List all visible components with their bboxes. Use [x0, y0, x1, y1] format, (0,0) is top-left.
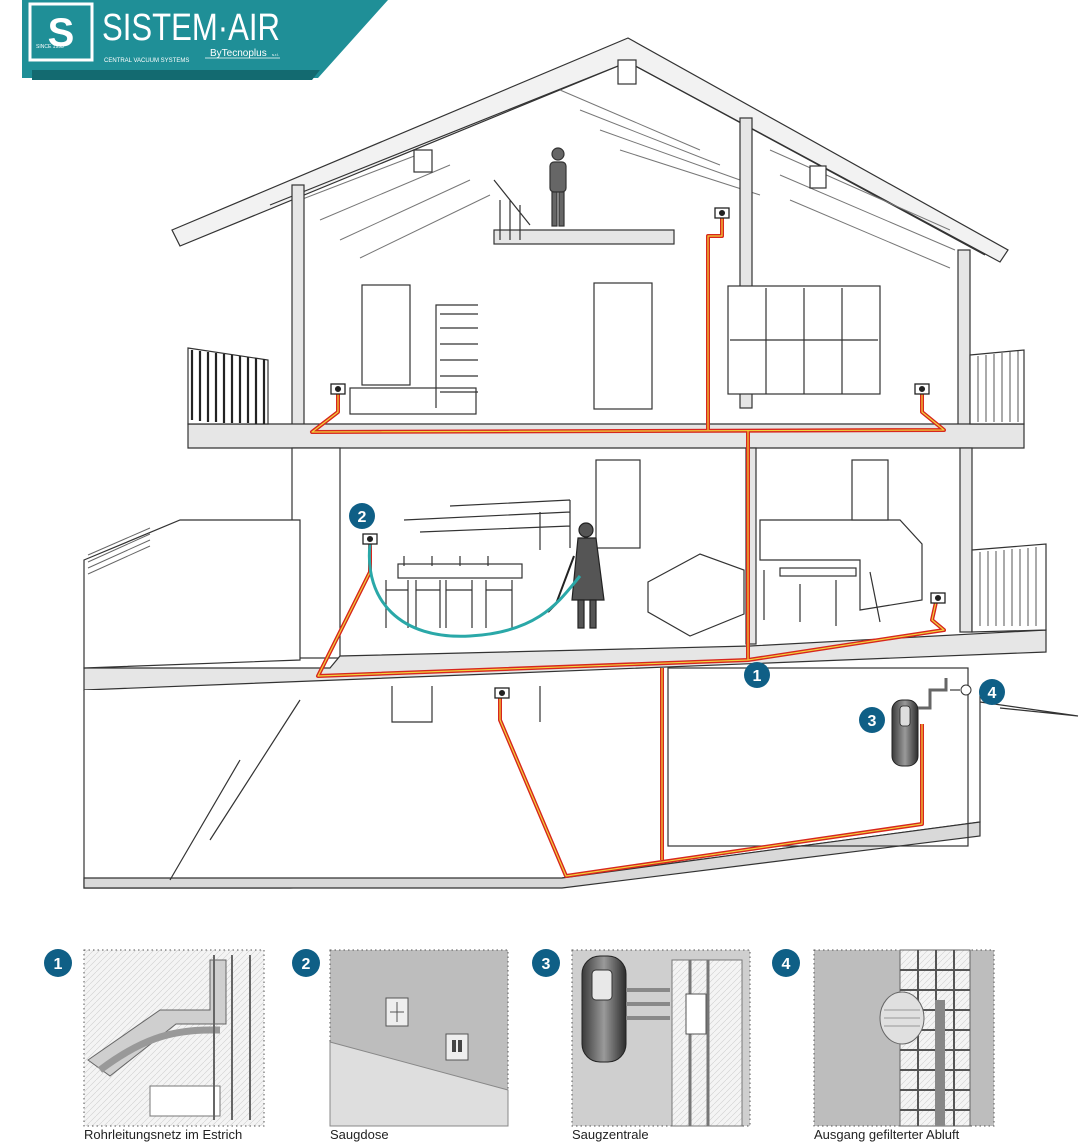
person-vacuuming: [547, 522, 605, 629]
basement-outline: [83, 690, 981, 889]
terrace-right: [971, 543, 1047, 633]
middle-right-wall: [959, 447, 973, 633]
inlet-living: [362, 533, 378, 545]
attic-bedroom-door: [361, 284, 411, 386]
attic-balcony-left-rail: [190, 350, 266, 424]
kitchen-chairs: [763, 570, 881, 626]
central-vacuum-unit: [891, 678, 948, 767]
attic-left-wall: [291, 184, 305, 426]
logo-banner-shadow: [32, 70, 320, 80]
basement-inner-walls: [169, 686, 541, 881]
inlet-attic-right: [914, 383, 930, 395]
brand-logo: S SINCE 1993 SISTEM·AIR ByTecnoplus s.r.…: [22, 0, 388, 80]
detail-badge-2: 2: [302, 956, 311, 973]
detail-badge-4: 4: [782, 956, 791, 973]
badge-2: 2: [349, 503, 375, 529]
svg-text:4: 4: [988, 685, 997, 702]
sofa: [647, 553, 745, 637]
diagram-badges: 1 2 3 4: [349, 503, 1005, 733]
caption-detail-2: Saugdose: [330, 1127, 389, 1142]
detail-badge-1: 1: [54, 956, 63, 973]
logo-since: SINCE 1993: [36, 44, 64, 50]
inlet-attic-left: [330, 383, 346, 395]
basement-ground: [83, 821, 981, 889]
kitchen-table: [779, 567, 857, 577]
detail-panel-1: 1: [44, 949, 265, 1127]
attic-chimney-post: [617, 59, 637, 85]
wall-inlets: [330, 207, 946, 699]
attic-stairs: [435, 304, 478, 408]
detail-panel-4: 4: [772, 949, 995, 1127]
kitchen-counter: [759, 519, 923, 611]
house-structure: [83, 37, 1079, 889]
attic-post-left: [413, 149, 433, 173]
svg-text:1: 1: [753, 668, 762, 685]
badge-3: 3: [859, 707, 885, 733]
roof-rafters: [299, 89, 956, 269]
inlet-attic-upper: [714, 207, 730, 219]
terrace-left: [83, 519, 301, 669]
dining-chairs: [385, 556, 513, 628]
terrace-right-rail: [979, 547, 1037, 626]
badge-1: 1: [744, 662, 770, 688]
dining-shelves: [403, 499, 571, 550]
caption-detail-3: Saugzentrale: [572, 1127, 649, 1142]
inlet-kitchen: [930, 592, 946, 604]
logo-by-tecnoplus: ByTecnoplus: [210, 48, 267, 59]
inlet-basement: [494, 687, 510, 699]
caption-detail-4: Ausgang gefilterter Abluft: [814, 1127, 960, 1142]
vacuum-hose: [367, 543, 582, 638]
pipe-network: [310, 216, 946, 878]
person-mezzanine: [549, 147, 567, 227]
logo-banner: [22, 0, 388, 78]
attic-mezzanine-rail: [493, 179, 531, 240]
attic-right-wall: [957, 249, 971, 426]
svg-text:2: 2: [358, 509, 367, 526]
logo-emblem-glyph: S: [48, 11, 75, 55]
attic-post-right: [809, 165, 827, 189]
dining-door: [595, 459, 641, 549]
logo-srl: s.r.l.: [272, 52, 279, 57]
caption-detail-1: Rohrleitungsnetz im Estrich: [84, 1127, 243, 1142]
attic-mezzanine: [493, 229, 675, 245]
detail-panel-3: 3: [532, 949, 751, 1127]
attic-wardrobe-doors: [730, 288, 878, 394]
attic-floor-slab: [187, 423, 1025, 449]
attic-bath-door: [593, 282, 653, 410]
logo-tagline: CENTRAL VACUUM SYSTEMS: [104, 58, 189, 64]
dining-table: [397, 563, 523, 579]
basement-room-right: [667, 667, 969, 847]
logo-brand-name: SISTEM·AIR: [102, 7, 280, 49]
detail-badge-3: 3: [542, 956, 551, 973]
logo-emblem-box: [28, 2, 94, 62]
kitchen-window: [851, 459, 889, 521]
detail-panel-2: 2: [292, 949, 509, 1127]
attic-balcony-right-rail: [977, 351, 1019, 422]
badge-4: 4: [979, 679, 1005, 705]
terrace-left-rail: [87, 527, 151, 575]
roof: [171, 37, 1009, 263]
exterior-slope: [979, 701, 1079, 717]
pipe-attic-riser: [706, 216, 724, 430]
svg-text:3: 3: [868, 713, 877, 730]
exhaust-vent: [950, 684, 972, 696]
